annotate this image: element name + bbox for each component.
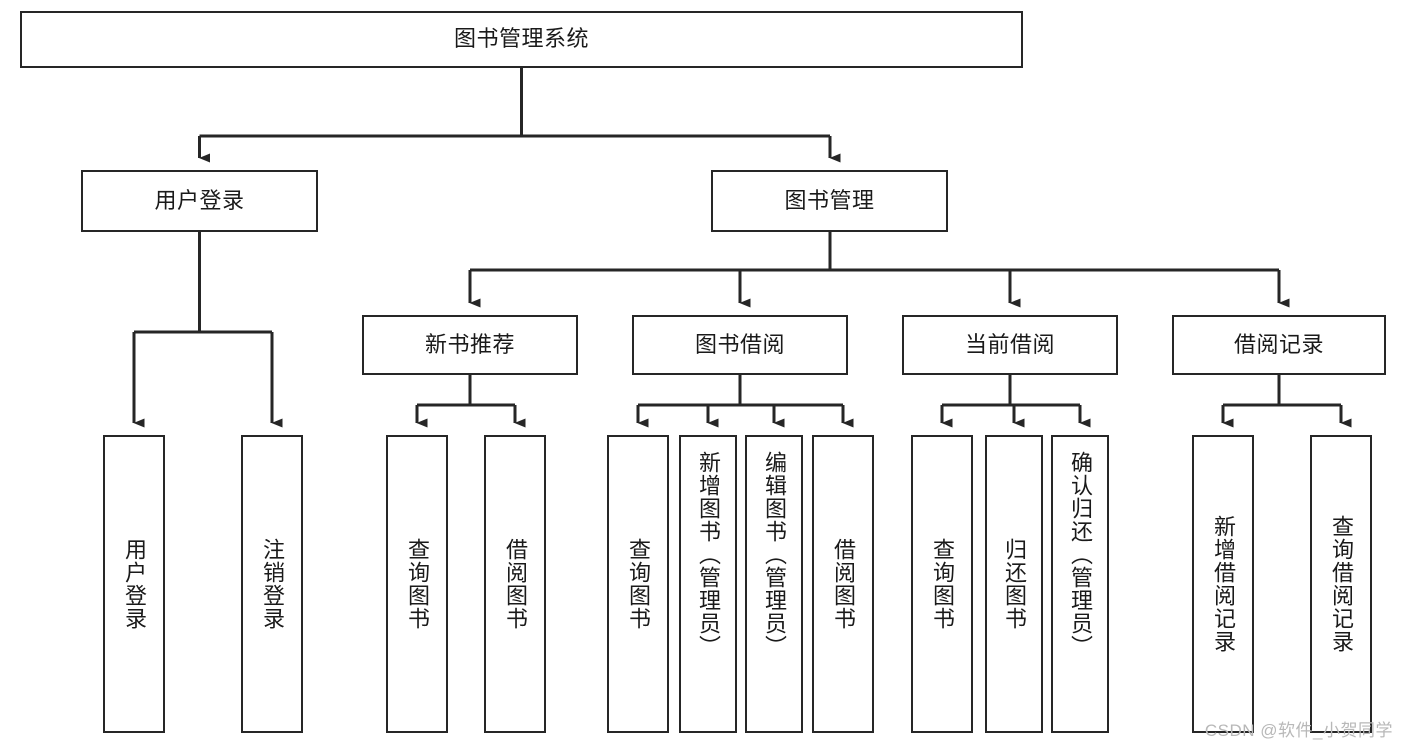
node-user-login-label: 用户登录	[154, 187, 245, 213]
node-borrow-record[interactable]: 借阅记录	[1172, 315, 1386, 375]
node-leaf-query-book-current-label: 查询图书	[930, 538, 956, 630]
node-leaf-confirm-return-admin[interactable]: 确认归还（管理员）	[1051, 435, 1109, 733]
node-leaf-borrow-book-recommend-label: 借阅图书	[503, 538, 529, 630]
node-current-borrow-label: 当前借阅	[964, 331, 1055, 357]
node-leaf-return-book[interactable]: 归还图书	[985, 435, 1043, 733]
node-leaf-add-book-admin-label: 新增图书（管理员）	[696, 451, 722, 658]
node-book-borrow-label: 图书借阅	[694, 331, 785, 357]
node-leaf-user-login[interactable]: 用户登录	[103, 435, 165, 733]
node-leaf-query-book-recommend[interactable]: 查询图书	[386, 435, 448, 733]
node-book-management-label: 图书管理	[784, 187, 875, 213]
node-new-book-recommend[interactable]: 新书推荐	[362, 315, 578, 375]
node-leaf-borrow-book-label: 借阅图书	[831, 538, 857, 630]
node-leaf-query-borrow-record-label: 查询借阅记录	[1329, 515, 1355, 653]
node-leaf-add-book-admin[interactable]: 新增图书（管理员）	[679, 435, 737, 733]
node-leaf-query-book-borrow[interactable]: 查询图书	[607, 435, 669, 733]
node-root[interactable]: 图书管理系统	[20, 11, 1023, 68]
node-new-book-recommend-label: 新书推荐	[424, 331, 515, 357]
node-leaf-add-borrow-record-label: 新增借阅记录	[1211, 515, 1237, 653]
node-leaf-add-borrow-record[interactable]: 新增借阅记录	[1192, 435, 1254, 733]
node-leaf-query-book-borrow-label: 查询图书	[626, 538, 652, 630]
watermark-text: CSDN @软件_小贺同学	[1204, 721, 1393, 740]
node-leaf-query-book-current[interactable]: 查询图书	[911, 435, 973, 733]
node-leaf-user-login-label: 用户登录	[122, 538, 148, 630]
node-leaf-borrow-book-recommend[interactable]: 借阅图书	[484, 435, 546, 733]
node-leaf-query-book-recommend-label: 查询图书	[405, 538, 431, 630]
node-leaf-user-logout-label: 注销登录	[260, 538, 286, 630]
node-book-borrow[interactable]: 图书借阅	[632, 315, 848, 375]
node-leaf-confirm-return-admin-label: 确认归还（管理员）	[1068, 451, 1094, 658]
node-root-label: 图书管理系统	[453, 26, 589, 52]
node-leaf-borrow-book[interactable]: 借阅图书	[812, 435, 874, 733]
node-leaf-user-logout[interactable]: 注销登录	[241, 435, 303, 733]
node-user-login[interactable]: 用户登录	[81, 170, 318, 232]
node-leaf-query-borrow-record[interactable]: 查询借阅记录	[1310, 435, 1372, 733]
node-current-borrow[interactable]: 当前借阅	[902, 315, 1118, 375]
node-leaf-edit-book-admin[interactable]: 编辑图书（管理员）	[745, 435, 803, 733]
node-book-management[interactable]: 图书管理	[711, 170, 948, 232]
node-borrow-record-label: 借阅记录	[1233, 331, 1324, 357]
node-leaf-return-book-label: 归还图书	[1002, 538, 1028, 630]
node-leaf-edit-book-admin-label: 编辑图书（管理员）	[762, 451, 788, 658]
